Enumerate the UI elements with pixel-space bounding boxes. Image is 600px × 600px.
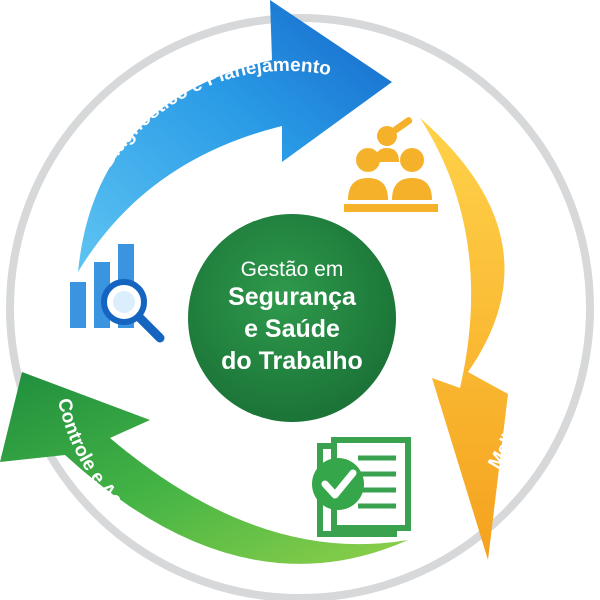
chart-magnifier-icon	[70, 244, 165, 343]
outer-ring	[6, 14, 594, 600]
center-circle	[188, 214, 396, 422]
arrow-melhoria	[420, 118, 508, 560]
training-people-icon	[344, 117, 438, 212]
arrow-controle	[0, 372, 408, 564]
center-title-line2: Segurança	[228, 283, 357, 311]
center-title-line4: do Trabalho	[221, 347, 363, 375]
checklist-document-icon	[312, 437, 411, 537]
center-title-line3: e Saúde	[244, 315, 340, 343]
center-title-line1: Gestão em	[241, 258, 344, 281]
arrow-diagnostico	[78, 0, 392, 272]
